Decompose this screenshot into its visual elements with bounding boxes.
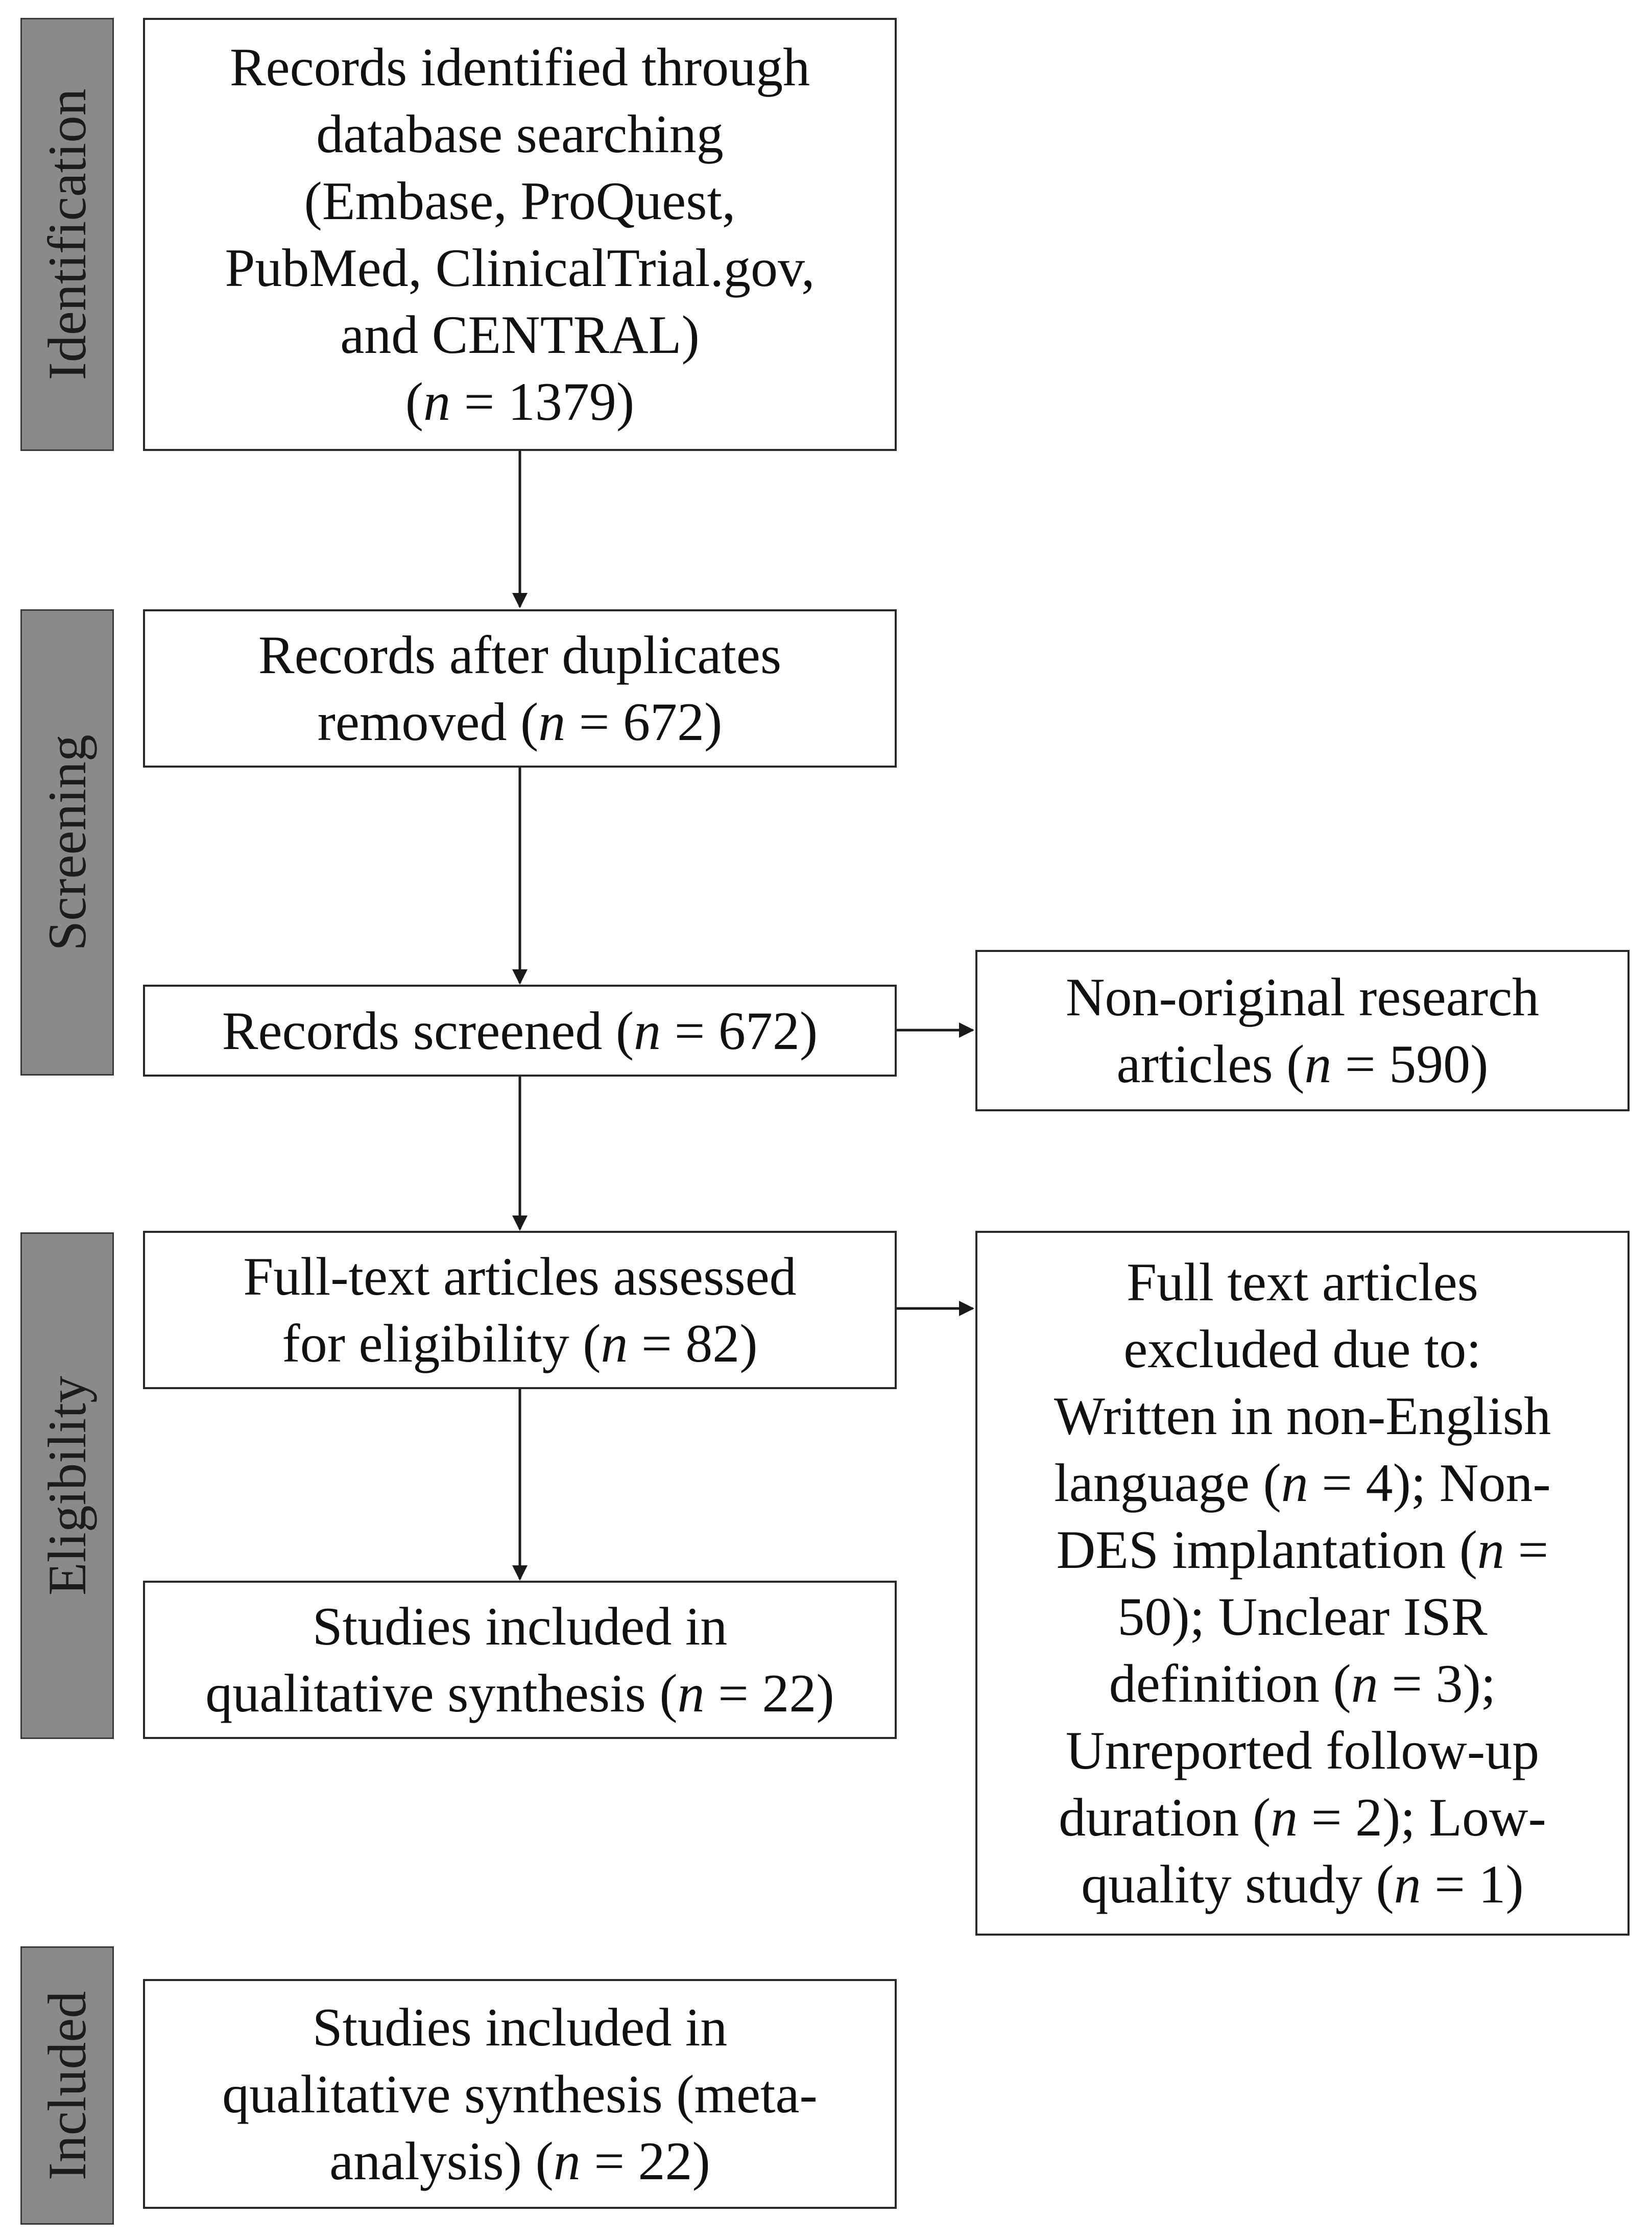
excluded-line-1: Full text articles — [1127, 1252, 1478, 1312]
excluded-line-2: excluded due to: — [1123, 1319, 1481, 1379]
meta-line-2: qualitative synthesis (meta- — [222, 2064, 818, 2124]
full-text-excluded-box: Full text articles excluded due to: Writ… — [975, 1231, 1630, 1936]
stage-eligibility: Eligibility — [20, 1232, 114, 1739]
identified-line-5: and CENTRAL) — [340, 305, 700, 365]
excluded-line-10: quality study (n = 1) — [1081, 1854, 1524, 1914]
identified-line-3: (Embase, ProQuest, — [304, 171, 736, 231]
non-original-line-2: articles (n = 590) — [1116, 1034, 1489, 1094]
non-original-line-1: Non-original research — [1065, 967, 1540, 1027]
full-text-line-1: Full-text articles assessed — [243, 1247, 797, 1306]
records-identified-box: Records identified through database sear… — [143, 18, 897, 451]
meta-analysis-box: Studies included in qualitative synthesi… — [143, 1979, 897, 2209]
excluded-line-4: language (n = 4); Non- — [1054, 1453, 1551, 1513]
excluded-line-9: duration (n = 2); Low- — [1059, 1788, 1546, 1847]
excluded-line-5: DES implantation (n = — [1056, 1520, 1549, 1580]
identified-line-1: Records identified through — [229, 37, 810, 97]
qualitative-synthesis-box: Studies included in qualitative synthesi… — [143, 1581, 897, 1739]
excluded-line-8: Unreported follow-up — [1065, 1721, 1540, 1780]
stage-screening: Screening — [20, 609, 114, 1076]
records-after-duplicates-box: Records after duplicates removed (n = 67… — [143, 609, 897, 768]
full-text-assessed-box: Full-text articles assessed for eligibil… — [143, 1231, 897, 1389]
non-original-articles-box: Non-original research articles (n = 590) — [975, 950, 1630, 1111]
duplicates-line-2: removed (n = 672) — [317, 692, 723, 752]
stage-identification: Identification — [20, 18, 114, 451]
excluded-line-7: definition (n = 3); — [1109, 1654, 1496, 1713]
screened-line: Records screened (n = 672) — [222, 1000, 818, 1061]
duplicates-line-1: Records after duplicates — [258, 625, 782, 685]
records-screened-box: Records screened (n = 672) — [143, 985, 897, 1077]
excluded-line-3: Written in non-English — [1054, 1386, 1551, 1446]
meta-line-3: analysis) (n = 22) — [329, 2131, 710, 2191]
meta-line-1: Studies included in — [312, 1997, 728, 2057]
full-text-line-2: for eligibility (n = 82) — [282, 1314, 758, 1373]
excluded-line-6: 50); Unclear ISR — [1117, 1587, 1488, 1647]
identified-line-2: database searching — [316, 104, 724, 164]
qualitative-line-2: qualitative synthesis (n = 22) — [205, 1663, 834, 1723]
stage-included: Included — [20, 1946, 114, 2225]
qualitative-line-1: Studies included in — [312, 1596, 728, 1656]
identified-line-4: PubMed, ClinicalTrial.gov, — [225, 238, 815, 298]
identified-count: (n = 1379) — [405, 372, 635, 432]
